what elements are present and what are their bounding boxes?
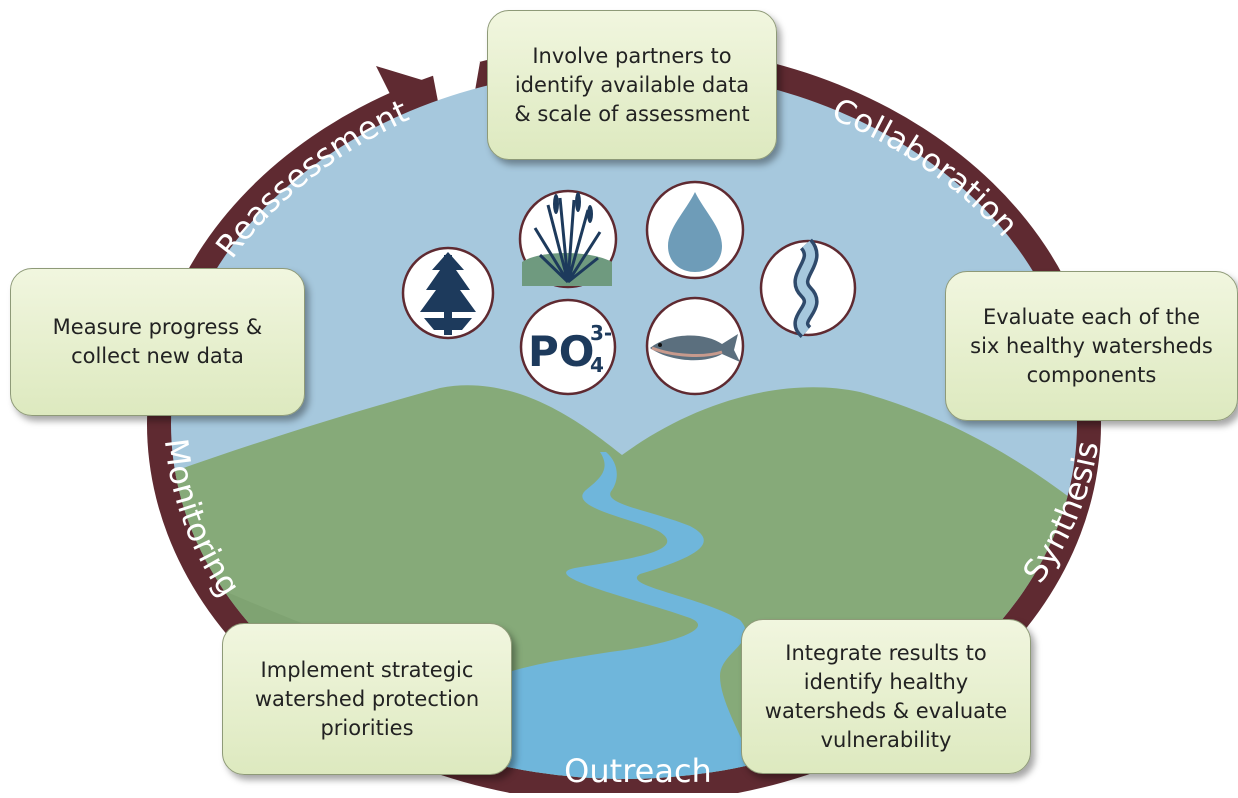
step-measure-progress: Measure progress & collect new data: [10, 268, 305, 416]
river: [470, 452, 760, 779]
water-drop-icon: [645, 180, 745, 280]
step-text-line: collect new data: [71, 344, 244, 368]
step-text-line: watersheds & evaluate: [764, 698, 1008, 723]
step-text-line: identify healthy: [803, 669, 969, 694]
phosphate-main: PO: [528, 327, 595, 376]
step-text-line: watershed protection: [254, 686, 480, 711]
step-text-line: components: [1026, 362, 1157, 387]
step-text-line: six healthy watersheds: [970, 333, 1213, 358]
phosphate-icon: PO 3- 4: [519, 298, 617, 396]
step-text-line: Involve partners to: [532, 43, 732, 68]
step-implement-priorities: Implement strategic watershed protection…: [222, 623, 512, 775]
step-involve-partners: Involve partners to identify available d…: [487, 10, 777, 160]
step-text-line: Integrate results to: [785, 640, 987, 665]
step-text-line: Implement strategic: [260, 657, 474, 682]
ring-label-outreach: Outreach: [564, 752, 712, 790]
stream-channel-icon: [759, 238, 857, 339]
step-evaluate-components: Evaluate each of the six healthy watersh…: [945, 271, 1238, 421]
step-text-line: priorities: [320, 715, 414, 740]
tree-icon: [401, 246, 495, 340]
step-text-line: vulnerability: [820, 727, 952, 752]
step-text-line: identify available data: [514, 72, 750, 97]
step-integrate-results: Integrate results to identify healthy wa…: [741, 619, 1031, 774]
fish-icon: [645, 296, 745, 396]
wetland-plants-icon: [518, 189, 618, 289]
step-text-line: Measure progress &: [52, 315, 263, 339]
phosphate-charge: 3-: [590, 321, 612, 345]
step-text-line: & scale of assessment: [514, 101, 750, 126]
step-text-line: Evaluate each of the: [982, 304, 1201, 329]
phosphate-subscript: 4: [590, 353, 604, 377]
